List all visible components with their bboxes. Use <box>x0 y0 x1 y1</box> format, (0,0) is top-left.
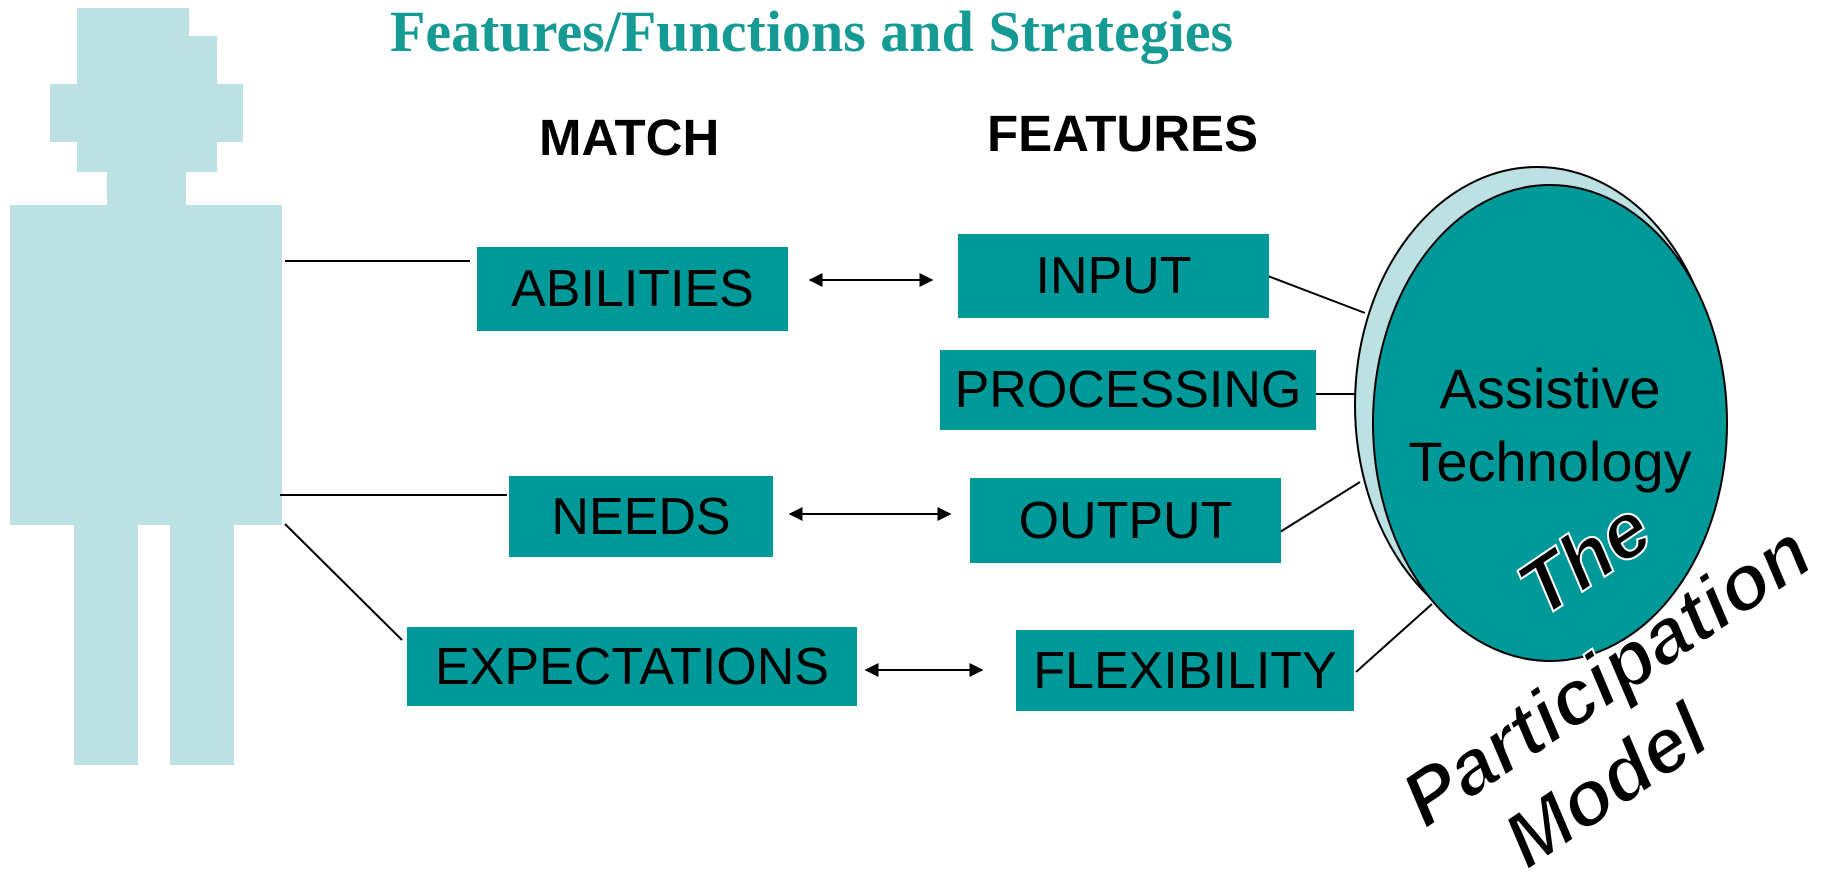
assistive-label-line1: Assistive <box>1439 357 1661 420</box>
person-torso <box>10 205 282 525</box>
expectations-box: EXPECTATIONS <box>407 627 857 706</box>
abilities-box: ABILITIES <box>477 247 788 331</box>
person-neck <box>107 172 186 205</box>
match-column-heading: MATCH <box>539 109 720 166</box>
person-head-top <box>77 8 189 36</box>
person-head-upper <box>77 36 217 84</box>
output-box: OUTPUT <box>970 478 1281 563</box>
page-title: Features/Functions and Strategies <box>390 0 1234 64</box>
person-to-expectations-line <box>284 523 403 641</box>
assistive-technology-circle <box>1372 184 1728 662</box>
person-left-leg <box>74 525 138 765</box>
connector-lines <box>280 166 1728 677</box>
flexibility-box: FLEXIBILITY <box>1016 630 1354 711</box>
assistive-technology-label: Assistive Technology <box>1370 352 1730 498</box>
person-head-lower <box>77 142 217 172</box>
features-column-heading: FEATURES <box>987 105 1259 162</box>
processing-box: PROCESSING <box>940 350 1316 430</box>
output-to-circle-line <box>1279 481 1361 533</box>
input-box: INPUT <box>958 234 1269 318</box>
input-to-circle-line <box>1267 275 1366 314</box>
person-right-leg <box>170 525 234 765</box>
person-head-mid <box>50 84 243 142</box>
assistive-label-line2: Technology <box>1408 430 1692 493</box>
flexibility-to-circle-line <box>1355 603 1433 673</box>
needs-box: NEEDS <box>509 476 773 557</box>
